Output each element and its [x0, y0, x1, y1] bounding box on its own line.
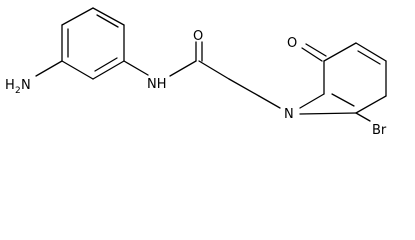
- aminophenyl-ring: [61, 7, 125, 80]
- bromine-bond: [355, 112, 371, 122]
- carbonyl-bond: [195, 41, 203, 62]
- structure-canvas: H 2 N NH O O N Br: [5, 7, 387, 138]
- molecule-structure: H 2 N NH O O N Br: [5, 7, 387, 138]
- amine-label-h: H: [5, 78, 15, 93]
- aryl-amide-bond: [123, 60, 149, 76]
- pyridinone-ring: [299, 42, 387, 115]
- amine-label-n: N: [21, 78, 31, 93]
- ring-nitrogen-label: N: [284, 107, 294, 122]
- bromine-label: Br: [372, 123, 387, 138]
- amide-bond: [169, 60, 197, 77]
- amine-bond: [35, 60, 63, 77]
- ring-carbonyl-oxygen-label: O: [287, 36, 297, 51]
- amide-nh-label: NH: [147, 77, 167, 92]
- carbonyl-oxygen-label: O: [193, 29, 203, 44]
- ring-carbonyl-bond: [301, 43, 327, 62]
- butyl-chain: [198, 60, 281, 109]
- amine-label-sub: 2: [15, 86, 21, 96]
